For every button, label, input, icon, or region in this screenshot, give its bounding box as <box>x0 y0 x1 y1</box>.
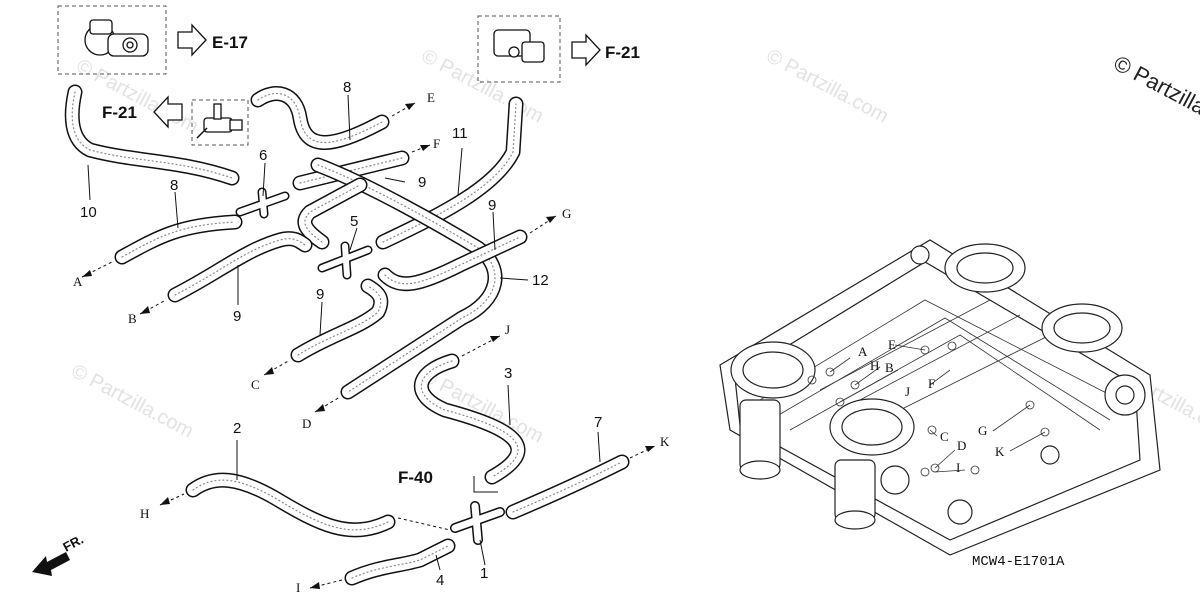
dashed-box <box>191 99 249 146</box>
hoses-group <box>64 84 630 586</box>
hose-9-b <box>167 231 313 303</box>
front-direction-label: FR. <box>60 532 86 555</box>
arrowhead-icon <box>82 270 92 277</box>
ref-f21-right-label[interactable]: F-21 <box>605 43 640 62</box>
ref-f21-left-label[interactable]: F-21 <box>102 103 137 122</box>
arrowhead-icon <box>645 446 655 452</box>
front-direction-indicator: FR. <box>32 532 86 576</box>
ref-arrow-icon <box>177 23 207 57</box>
arrowhead-icon <box>546 216 556 223</box>
part-number[interactable]: 2 <box>233 420 241 437</box>
dashed-box <box>477 15 561 83</box>
hose-7 <box>505 454 630 520</box>
front-arrow-icon <box>32 552 70 576</box>
engine-label: K <box>995 444 1005 459</box>
part-number-labels: 10 8 6 8 9 11 5 9 12 9 9 2 3 7 4 1 <box>80 79 602 589</box>
hose-9-mid <box>297 177 368 250</box>
joint-5 <box>317 241 373 280</box>
engine-label: B <box>885 360 894 375</box>
joint-6 <box>235 187 290 219</box>
part-number[interactable]: 8 <box>170 177 178 194</box>
hose-8-upper <box>250 86 390 150</box>
hose-end-label: C <box>251 377 260 392</box>
hose-4 <box>344 538 456 586</box>
arrowhead-icon <box>160 497 170 505</box>
part-number[interactable]: 6 <box>259 147 267 164</box>
ref-arrow-icon <box>153 95 183 129</box>
hose-end-label: D <box>302 416 311 431</box>
hose-9-c <box>290 278 389 363</box>
hose-end-label: A <box>73 274 83 289</box>
engine-label: I <box>956 460 960 475</box>
ref-f21-right-group: F-21 <box>477 15 640 83</box>
part-number[interactable]: 10 <box>80 204 97 221</box>
dashed-box <box>57 5 167 75</box>
hose-11 <box>375 96 524 250</box>
part-number[interactable]: 9 <box>418 174 426 191</box>
pressure-sensor-icon <box>493 29 545 63</box>
engine-label: G <box>978 423 987 438</box>
engine-label: D <box>957 438 966 453</box>
hose-end-label: G <box>562 206 571 221</box>
engine-label: F <box>928 376 935 391</box>
hose-9-top <box>292 150 410 191</box>
hose-end-label: B <box>128 311 137 326</box>
part-number[interactable]: 9 <box>316 286 324 303</box>
sensor-icon <box>196 103 243 139</box>
part-number[interactable]: 12 <box>532 272 549 289</box>
arrowhead-icon <box>490 336 500 342</box>
part-number[interactable]: 9 <box>488 197 496 214</box>
part-number[interactable]: 8 <box>343 79 351 96</box>
leader-lines <box>81 94 656 589</box>
drawing-code: MCW4-E1701A <box>972 554 1065 570</box>
hose-end-label: K <box>660 434 670 449</box>
watermark-text: © Partzilla.com <box>68 360 197 443</box>
hose-end-label: J <box>505 322 510 337</box>
joint-1 <box>450 501 505 545</box>
arrowhead-icon <box>315 404 325 412</box>
hose-3 <box>413 353 526 485</box>
ref-f21-left-group: F-21 <box>102 95 249 146</box>
arrowhead-icon <box>264 367 274 375</box>
part-number[interactable]: 9 <box>233 308 241 325</box>
hose-8-lower <box>114 214 243 265</box>
arrowhead-icon <box>420 145 430 151</box>
hose-end-label: E <box>427 90 435 105</box>
part-number[interactable]: 11 <box>452 125 468 142</box>
engine-label: A <box>858 344 868 359</box>
vacuum-valve-icon <box>84 19 149 57</box>
engine-label: H <box>870 358 879 373</box>
part-number[interactable]: 5 <box>350 213 358 230</box>
arrowhead-icon <box>140 306 150 314</box>
ref-arrow-icon <box>571 33 601 67</box>
ref-e17-label[interactable]: E-17 <box>212 33 248 52</box>
engine-label: E <box>888 337 896 352</box>
hose-end-label: H <box>140 506 149 521</box>
throttle-body-illustration: A H B E F J C D G K I <box>719 239 1161 556</box>
hose-9-g <box>377 229 528 292</box>
part-number[interactable]: 4 <box>436 572 444 589</box>
arrowhead-icon <box>405 103 415 110</box>
arrowhead-icon <box>310 582 320 589</box>
watermark-text: © Partzilla.com <box>763 45 892 128</box>
arrowheads <box>82 103 655 589</box>
watermark-corner: © Partzilla <box>1110 50 1200 120</box>
hose-end-label: F <box>433 136 440 151</box>
hose-2 <box>185 472 396 538</box>
ref-e17-group: E-17 <box>57 5 248 75</box>
watermark-text: © Partzilla.com <box>73 55 202 138</box>
part-number[interactable]: 1 <box>480 565 488 582</box>
engine-label: J <box>905 384 910 399</box>
hose-end-label: I <box>296 580 300 595</box>
engine-label: C <box>940 429 949 444</box>
part-number[interactable]: 7 <box>594 414 602 431</box>
hose-10 <box>64 84 240 186</box>
part-number[interactable]: 3 <box>504 365 512 382</box>
hose-end-labels: A B C D E F G H I J K <box>73 90 670 595</box>
ref-f40-label[interactable]: F-40 <box>398 468 433 487</box>
